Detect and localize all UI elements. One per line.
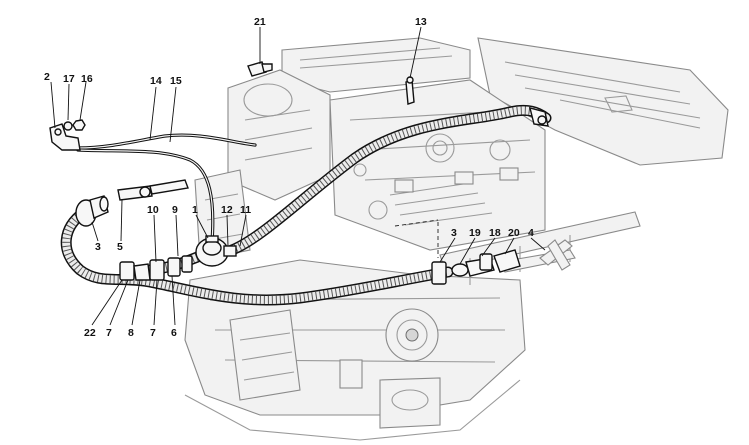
callout-17: 17 — [63, 73, 75, 85]
callout-1: 1 — [192, 204, 198, 216]
callout-10: 10 — [147, 204, 159, 216]
callout-7-right: 7 — [150, 327, 156, 339]
nut-part-16 — [72, 119, 86, 131]
callout-18: 18 — [489, 227, 501, 239]
callout-4: 4 — [528, 227, 534, 239]
callout-5: 5 — [117, 241, 123, 253]
bracket-part-2 — [49, 123, 81, 151]
callout-20: 20 — [508, 227, 520, 239]
leader-lines — [50, 26, 546, 326]
callout-7-left: 7 — [106, 327, 112, 339]
callout-21: 21 — [254, 16, 266, 28]
callout-13: 13 — [415, 16, 427, 28]
check-valve-part-1 — [195, 235, 237, 267]
fitting-group-right — [431, 249, 521, 285]
callout-15: 15 — [170, 75, 182, 87]
callout-9: 9 — [172, 204, 178, 216]
callout-6: 6 — [171, 327, 177, 339]
pipe-part-13 — [405, 76, 415, 105]
callout-2: 2 — [44, 71, 50, 83]
guide-line-2 — [394, 219, 439, 227]
vacuum-lines — [76, 133, 257, 244]
clip-part-21 — [247, 61, 273, 77]
callout-labels: 2 17 16 14 15 21 13 3 5 10 9 1 12 11 22 … — [44, 16, 534, 339]
washer-part-17 — [63, 121, 73, 131]
callout-19: 19 — [469, 227, 481, 239]
engine-block — [184, 37, 729, 441]
callout-8: 8 — [128, 327, 134, 339]
callout-22: 22 — [84, 327, 96, 339]
callout-11: 11 — [240, 204, 251, 216]
callout-12: 12 — [221, 204, 233, 216]
callout-16: 16 — [81, 73, 93, 85]
callout-3-right: 3 — [451, 227, 457, 239]
elbow-fitting-left — [75, 195, 109, 227]
hose-clamps — [119, 255, 193, 281]
sensor-part-5 — [117, 179, 189, 201]
breather-hose-upper — [226, 104, 552, 256]
breather-hose-lower — [60, 206, 454, 306]
callout-14: 14 — [150, 75, 162, 87]
callout-3-left: 3 — [95, 241, 101, 253]
